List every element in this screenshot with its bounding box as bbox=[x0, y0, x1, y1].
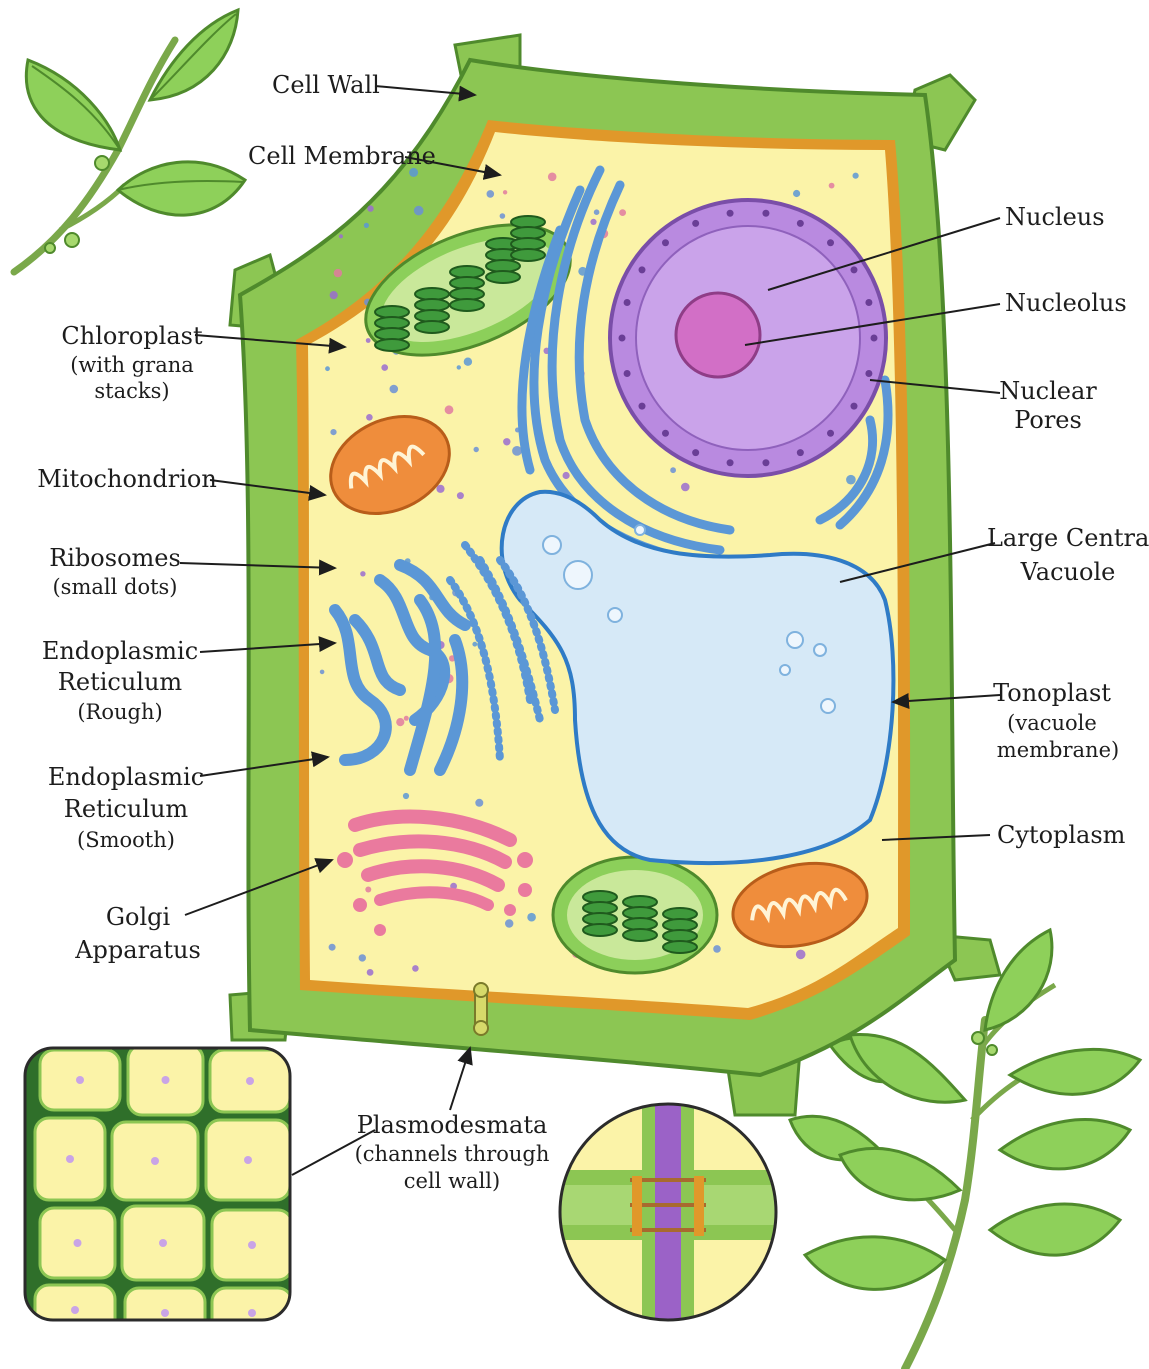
nuclear-pore bbox=[692, 449, 700, 457]
nuclear-pore bbox=[661, 239, 669, 247]
nuclear-pore bbox=[865, 369, 873, 377]
granum-stack bbox=[662, 907, 698, 954]
nuclear-pore bbox=[623, 299, 631, 307]
label-chloroplast: Chloroplast bbox=[61, 322, 203, 350]
nuclear-pore bbox=[796, 449, 804, 457]
nuclear-pore bbox=[726, 209, 734, 217]
nucleolus bbox=[674, 291, 762, 379]
granum-stack bbox=[374, 305, 410, 352]
granum-stack bbox=[582, 890, 618, 937]
closeup-inset-border bbox=[558, 1102, 778, 1322]
nuclear-pore bbox=[726, 459, 734, 467]
label-chloroplast-note-2: stacks) bbox=[94, 379, 169, 403]
label-nuclear-pores-1: Nuclear bbox=[999, 377, 1097, 405]
plasmodesma-channel bbox=[473, 982, 489, 1036]
golgi-apparatus bbox=[337, 809, 533, 936]
nuclear-pore bbox=[638, 402, 646, 410]
nuclear-pore bbox=[850, 266, 858, 274]
label-er-smooth-2: Reticulum bbox=[64, 795, 189, 823]
plant-tissue-inset bbox=[25, 1048, 290, 1320]
label-er-rough-2: Reticulum bbox=[58, 668, 183, 696]
label-er-rough-3: (Rough) bbox=[77, 700, 162, 724]
label-vacuole-2: Vacuole bbox=[1020, 558, 1116, 586]
vacuole-bubbles bbox=[542, 524, 836, 714]
rough-er-left bbox=[329, 559, 471, 776]
nuclear-pore bbox=[865, 299, 873, 307]
nuclear-pore bbox=[638, 266, 646, 274]
label-cell-membrane: Cell Membrane bbox=[248, 142, 436, 170]
nuclear-pore bbox=[762, 209, 770, 217]
label-tonoplast-1: Tonoplast bbox=[993, 679, 1111, 707]
label-er-rough-1: Endoplasmic bbox=[42, 637, 198, 665]
label-nucleus: Nucleus bbox=[1005, 203, 1105, 231]
nuclear-pore bbox=[827, 239, 835, 247]
plasmodesmata-closeup-inset bbox=[560, 1104, 776, 1320]
nuclear-pore bbox=[827, 429, 835, 437]
label-er-smooth-1: Endoplasmic bbox=[48, 763, 204, 791]
chloroplast-top bbox=[364, 215, 572, 357]
mitochondrion-left bbox=[329, 415, 451, 515]
label-ribosomes: Ribosomes bbox=[49, 544, 181, 572]
label-mitochondrion: Mitochondrion bbox=[37, 465, 217, 493]
granum-stack bbox=[414, 287, 450, 334]
label-cell-wall: Cell Wall bbox=[272, 71, 380, 99]
label-golgi-2: Apparatus bbox=[74, 936, 201, 964]
granum-stack bbox=[510, 215, 546, 262]
label-plasmodesmata-2: (channels through bbox=[355, 1142, 550, 1166]
label-chloroplast-note-1: (with grana bbox=[70, 353, 194, 377]
nucleus bbox=[608, 198, 888, 478]
label-plasmodesmata-3: cell wall) bbox=[404, 1169, 500, 1193]
label-ribosomes-note: (small dots) bbox=[52, 575, 177, 599]
nuclear-pore bbox=[870, 334, 878, 342]
nuclear-pore bbox=[623, 369, 631, 377]
label-cytoplasm: Cytoplasm bbox=[997, 821, 1126, 849]
label-tonoplast-3: membrane) bbox=[997, 738, 1119, 762]
leader-lines bbox=[179, 85, 1001, 1176]
granum-stack bbox=[622, 895, 658, 942]
nuclear-pore bbox=[762, 459, 770, 467]
label-golgi-1: Golgi bbox=[106, 903, 171, 931]
nuclear-pore bbox=[618, 334, 626, 342]
leaf-branch-icon bbox=[10, 7, 248, 276]
chloroplast-bottom bbox=[551, 855, 719, 975]
large-central-vacuole bbox=[499, 489, 896, 866]
nuclear-pore bbox=[850, 402, 858, 410]
label-nuclear-pores-2: Pores bbox=[1014, 406, 1082, 434]
label-nucleolus: Nucleolus bbox=[1005, 289, 1127, 317]
nuclear-pore bbox=[796, 219, 804, 227]
label-tonoplast-2: (vacuole bbox=[1007, 711, 1097, 735]
label-er-smooth-3: (Smooth) bbox=[77, 828, 175, 852]
mitochondrion-right bbox=[731, 861, 869, 949]
label-plasmodesmata-1: Plasmodesmata bbox=[357, 1111, 548, 1139]
nuclear-pore bbox=[661, 429, 669, 437]
granum-stack bbox=[449, 265, 485, 312]
leaf-branch-icon bbox=[788, 927, 1143, 1369]
tissue-inset-border bbox=[23, 1046, 292, 1322]
smooth-er bbox=[446, 541, 559, 764]
label-vacuole-1: Large Central bbox=[987, 524, 1149, 552]
plant-cell bbox=[228, 33, 1002, 1117]
nuclear-pore bbox=[692, 219, 700, 227]
